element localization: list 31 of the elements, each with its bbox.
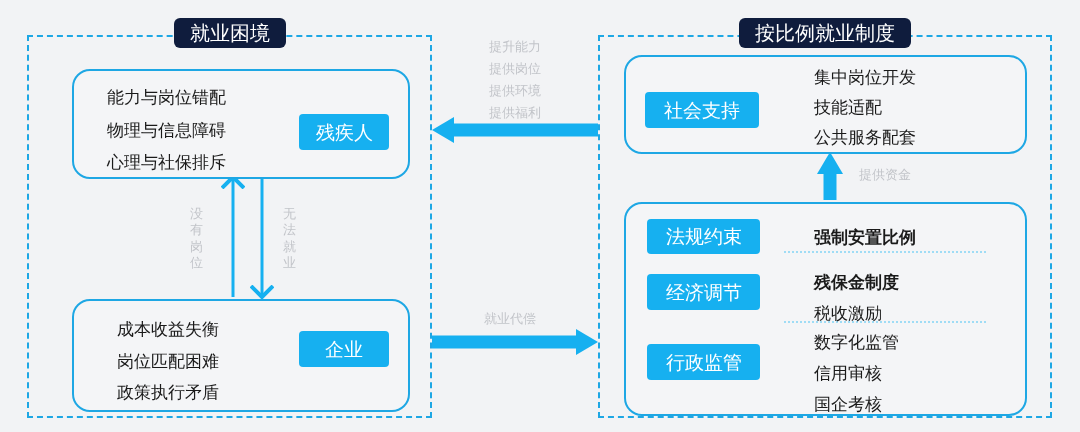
- arrow: [432, 117, 598, 143]
- label-badge: 残疾人: [299, 114, 389, 150]
- policy-item: 国企考核: [814, 393, 882, 416]
- policy-item: 税收激励: [814, 302, 882, 325]
- label-badge: 法规约束: [647, 219, 760, 254]
- rounded-box: [72, 299, 410, 412]
- panel-title: 按比例就业制度: [739, 18, 911, 48]
- panel-title: 就业困境: [173, 18, 286, 48]
- arrow: [432, 329, 598, 355]
- list-item: 心理与社保排斥: [107, 151, 226, 174]
- list-item: 物理与信息障碍: [107, 119, 226, 142]
- policy-item: 强制安置比例: [814, 226, 916, 249]
- policy-item: 残保金制度: [814, 271, 899, 294]
- rounded-box: [72, 69, 410, 179]
- list-item: 成本收益失衡: [117, 318, 219, 341]
- list-item: 集中岗位开发: [814, 66, 916, 89]
- label-badge: 社会支持: [645, 92, 759, 128]
- label-badge: 企业: [299, 331, 389, 367]
- label-badge: 经济调节: [647, 274, 760, 310]
- arrow: [817, 152, 843, 200]
- arrow: [249, 177, 275, 299]
- policy-item: 数字化监管: [814, 331, 899, 354]
- label-badge: 行政监管: [647, 344, 760, 380]
- policy-item: 信用审核: [814, 362, 882, 385]
- list-item: 公共服务配套: [814, 126, 916, 149]
- list-item: 技能适配: [814, 96, 882, 119]
- list-item: 能力与岗位错配: [107, 86, 226, 109]
- rounded-box: [624, 55, 1027, 154]
- rounded-box: [624, 202, 1027, 416]
- list-item: 政策执行矛盾: [117, 381, 219, 404]
- list-item: 岗位匹配困难: [117, 350, 219, 373]
